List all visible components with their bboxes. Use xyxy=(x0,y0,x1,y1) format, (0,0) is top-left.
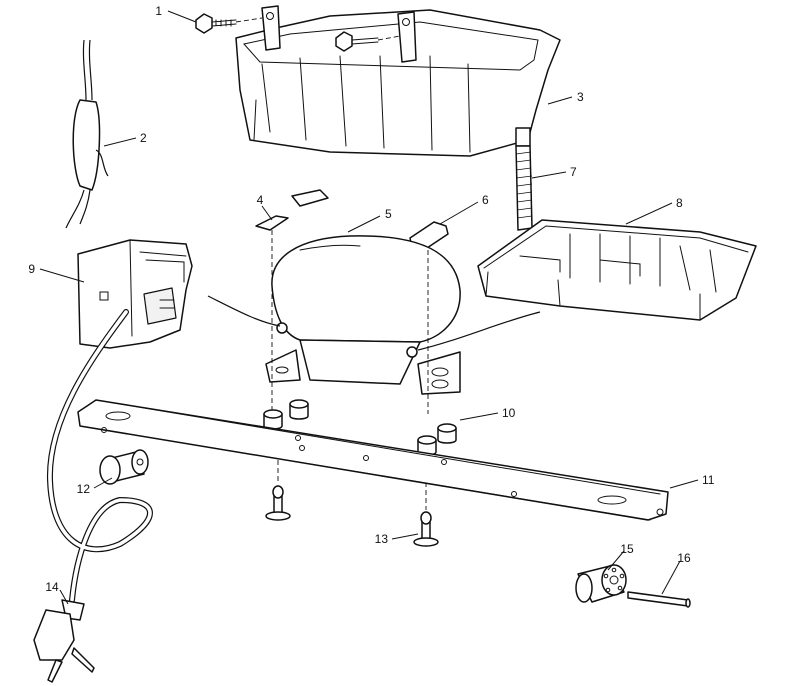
compressor xyxy=(207,235,541,395)
mounting-bolt xyxy=(265,485,439,547)
power-cable-plug xyxy=(33,309,153,683)
starter-relay xyxy=(77,239,193,349)
callout-8: 8 xyxy=(676,196,683,210)
drip-tray xyxy=(235,5,561,157)
callout-15: 15 xyxy=(620,542,634,556)
callout-7: 7 xyxy=(570,165,577,179)
callout-5: 5 xyxy=(385,207,392,221)
leader-lines xyxy=(39,10,699,605)
callout-6: 6 xyxy=(482,193,489,207)
callout-10: 10 xyxy=(502,406,516,420)
rod xyxy=(627,591,691,608)
cap-plug xyxy=(575,564,627,603)
screw xyxy=(195,13,401,52)
rubber-grommet xyxy=(263,399,457,456)
drain-hose xyxy=(515,145,533,231)
callout-labels: 1 2 3 4 5 6 7 8 9 10 11 12 13 14 15 16 xyxy=(28,4,714,594)
callout-13: 13 xyxy=(375,532,389,546)
clip xyxy=(255,189,449,251)
capacitor xyxy=(99,449,149,485)
callout-1: 1 xyxy=(155,4,162,18)
callout-11: 11 xyxy=(702,473,715,487)
callout-14: 14 xyxy=(45,580,59,594)
callout-3: 3 xyxy=(577,90,584,104)
evaporation-tray xyxy=(477,219,757,321)
callout-4: 4 xyxy=(257,193,264,207)
callout-16: 16 xyxy=(677,551,691,565)
callout-9: 9 xyxy=(28,262,35,276)
sensor-wire xyxy=(65,39,109,229)
callout-2: 2 xyxy=(140,131,147,145)
mounting-rail xyxy=(77,399,669,521)
callout-12: 12 xyxy=(77,482,91,496)
